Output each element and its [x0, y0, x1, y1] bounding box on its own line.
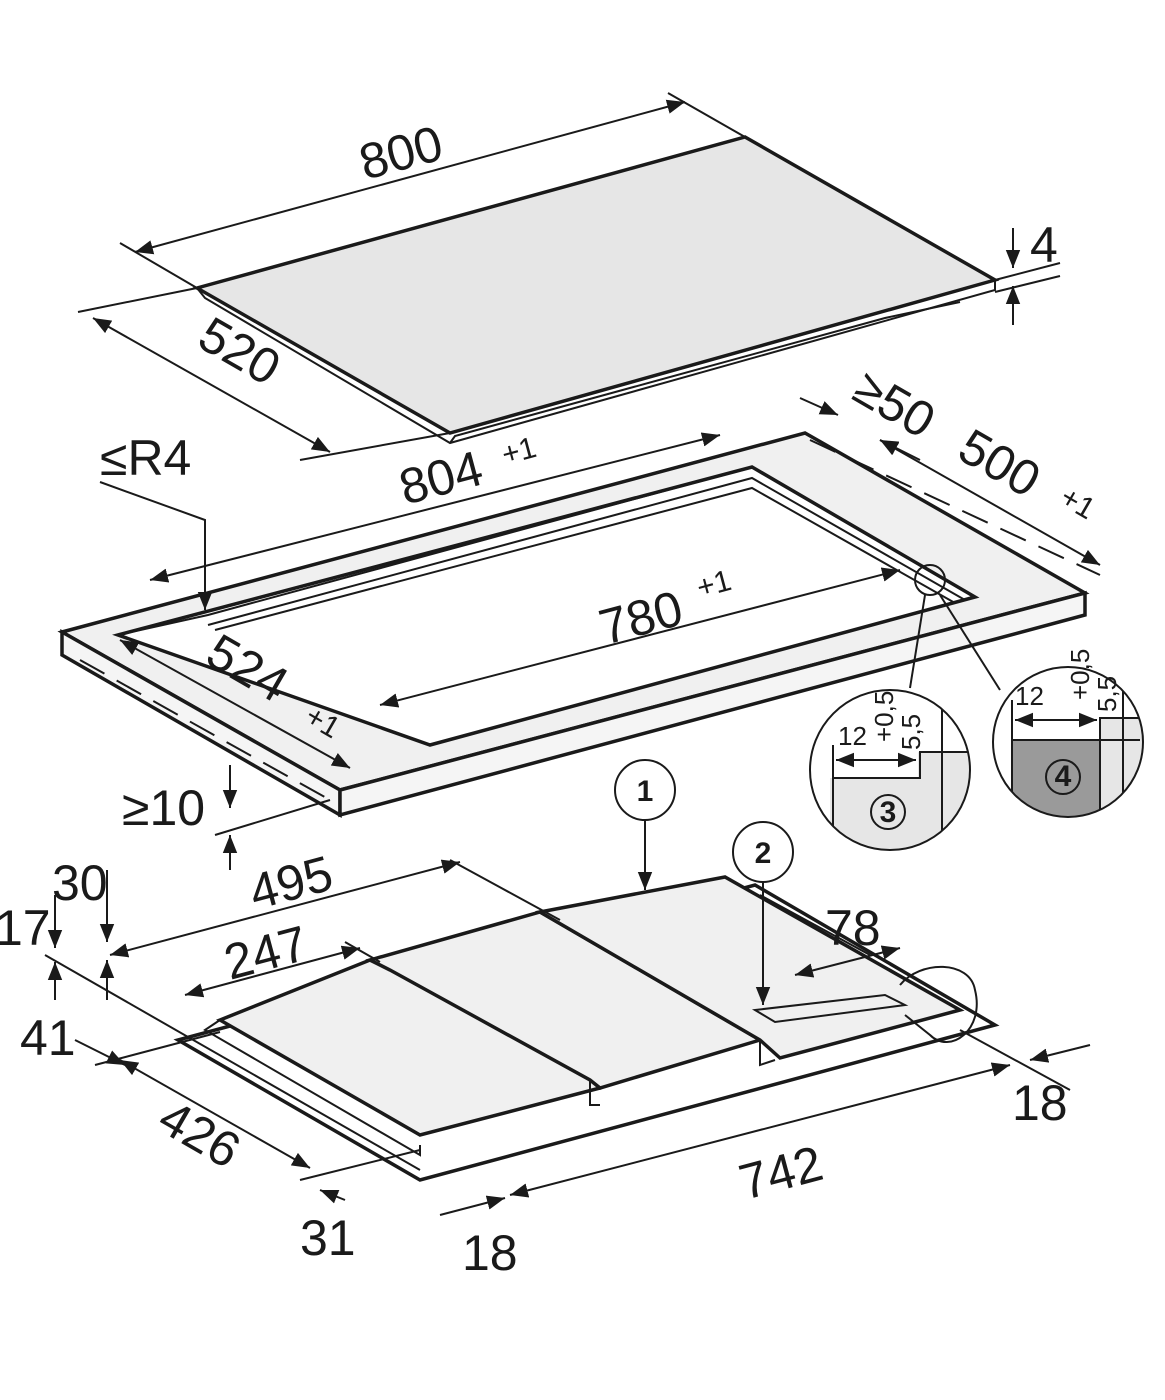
- callout-1-label: 1: [637, 775, 654, 808]
- callout-1[interactable]: 1: [614, 759, 676, 890]
- label-r4: ≤R4: [100, 430, 191, 486]
- label-18-right: 18: [1012, 1075, 1068, 1131]
- detail-4-number: 4: [1055, 760, 1072, 793]
- detail-4: 12 5,5 +0,5 4: [992, 649, 1144, 818]
- label-500-tol: +1: [1055, 480, 1101, 526]
- detail-4-width: 12: [1015, 681, 1044, 711]
- label-30: 30: [52, 855, 108, 911]
- detail-3: 12 5,5 +0,5 3: [809, 689, 971, 851]
- label-31: 31: [300, 1210, 356, 1266]
- callout-2-label: 2: [755, 837, 772, 870]
- label-17: 17: [0, 900, 51, 956]
- dimension-804: 804 +1: [149, 431, 721, 583]
- label-804: 804: [393, 440, 488, 516]
- label-800: 800: [353, 115, 448, 191]
- label-780: 780: [593, 580, 688, 656]
- hob-body: [173, 875, 1000, 1182]
- label-78: 78: [825, 900, 881, 956]
- label-247: 247: [218, 915, 313, 991]
- detail-3-tol: +0,5: [869, 691, 899, 742]
- label-804-tol: +1: [498, 431, 540, 472]
- detail-3-width: 12: [838, 721, 867, 751]
- label-500: 500: [950, 418, 1050, 508]
- detail-link: [909, 564, 1001, 691]
- label-41: 41: [20, 1010, 76, 1066]
- label-50: ≥50: [845, 359, 945, 449]
- detail-3-number: 3: [880, 796, 897, 829]
- dimension-r4: ≤R4: [99, 430, 213, 610]
- detail-3-depth: 5,5: [896, 714, 926, 750]
- label-18-front: 18: [462, 1225, 518, 1281]
- dimension-10: ≥10: [122, 765, 331, 870]
- label-10: ≥10: [122, 780, 205, 836]
- detail-4-depth: 5,5: [1092, 676, 1122, 712]
- label-426: 426: [150, 1089, 250, 1179]
- label-4: 4: [1030, 217, 1058, 273]
- detail-4-tol: +0,5: [1065, 649, 1095, 700]
- callout-2[interactable]: 2: [732, 821, 794, 1005]
- label-742: 742: [733, 1135, 828, 1211]
- label-495: 495: [243, 845, 338, 921]
- label-780-tol: +1: [693, 564, 735, 605]
- dimension-4: 4: [994, 217, 1061, 325]
